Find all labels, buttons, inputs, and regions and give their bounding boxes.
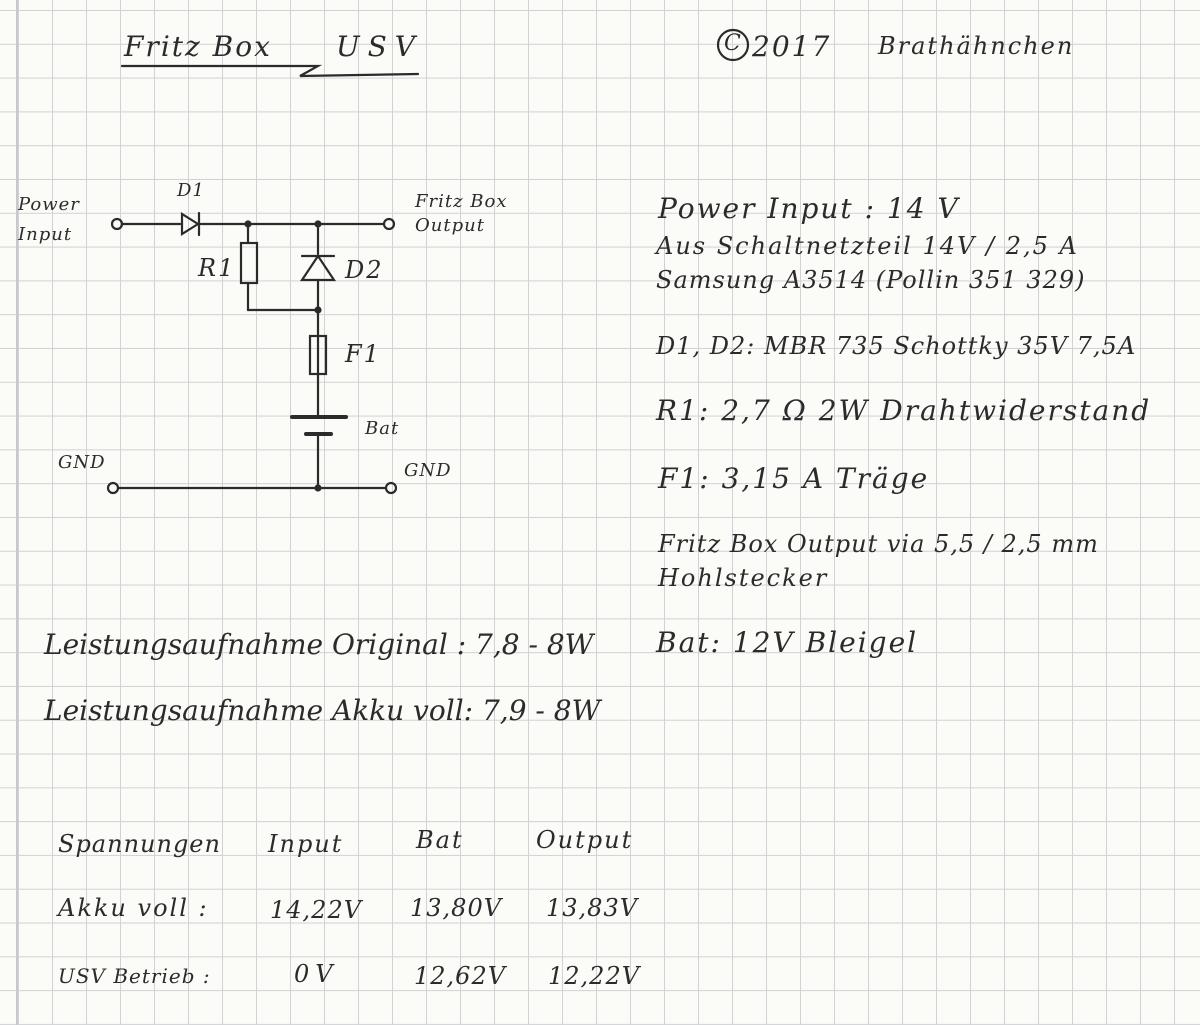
gnd-right-terminal [384, 481, 398, 495]
d1-label: D1 [177, 180, 205, 201]
power-original: Leistungsaufnahme Original : 7,8 - 8W [44, 628, 594, 661]
notebook-margin [16, 0, 18, 1025]
gnd-left-label: GND [58, 452, 106, 473]
table-row-akku-voll-label: Akku voll : [58, 894, 209, 922]
note-r1: R1: 2,7 Ω 2W Drahtwiderstand [656, 394, 1152, 427]
table-header-output: Output [536, 826, 634, 854]
output-terminal [382, 217, 396, 231]
input-terminal [110, 217, 124, 231]
table-header-input: Input [268, 830, 344, 858]
power-akku-voll: Leistungsaufnahme Akku voll: 7,9 - 8W [44, 694, 601, 727]
note-schaltnetzteil: Aus Schaltnetzteil 14V / 2,5 A [656, 232, 1079, 260]
f1-label: F1 [345, 340, 381, 368]
note-fritz-output-line2: Hohlstecker [658, 564, 829, 592]
note-power-input: Power Input : 14 V [658, 192, 960, 225]
copyright-symbol: C [724, 31, 741, 56]
note-d1-d2: D1, D2: MBR 735 Schottky 35V 7,5A [656, 332, 1137, 360]
title-usv: USV [336, 30, 423, 63]
table-row-akku-voll-output: 13,83V [546, 894, 639, 922]
copyright-year: 2017 [752, 30, 832, 63]
author-name: Brathähnchen [878, 32, 1075, 60]
power-input-label: Power Input [18, 194, 80, 245]
note-f1: F1: 3,15 A Träge [658, 462, 930, 495]
note-bat: Bat: 12V Bleigel [656, 626, 919, 659]
d2-diode-symbol [299, 254, 337, 282]
title-underline [120, 64, 420, 78]
d2-label: D2 [345, 256, 384, 284]
bat-label: Bat [365, 418, 400, 439]
gnd-left-terminal [106, 481, 120, 495]
table-row-akku-voll-input: 14,22V [270, 896, 363, 924]
table-row-usv-output: 12,22V [548, 962, 641, 990]
fritz-box-output-label: Fritz Box Output [415, 191, 508, 236]
table-row-usv-input: 0V [294, 960, 339, 988]
table-row-akku-voll-bat: 13,80V [410, 894, 503, 922]
note-samsung: Samsung A3514 (Pollin 351 329) [656, 266, 1086, 294]
gnd-right-label: GND [404, 460, 452, 481]
table-header-bat: Bat [416, 826, 464, 854]
copyright-circle [716, 28, 750, 62]
table-row-usv-bat: 12,62V [414, 962, 507, 990]
r1-resistor-symbol [239, 241, 259, 285]
note-fritz-output-line1: Fritz Box Output via 5,5 / 2,5 mm [658, 530, 1099, 558]
title-fritz-box: Fritz Box [124, 30, 272, 63]
d1-diode-symbol [180, 212, 201, 236]
table-header-spannungen: Spannungen [58, 830, 221, 858]
table-row-usv-label: USV Betrieb : [58, 964, 211, 988]
r1-label: R1 [198, 254, 236, 282]
